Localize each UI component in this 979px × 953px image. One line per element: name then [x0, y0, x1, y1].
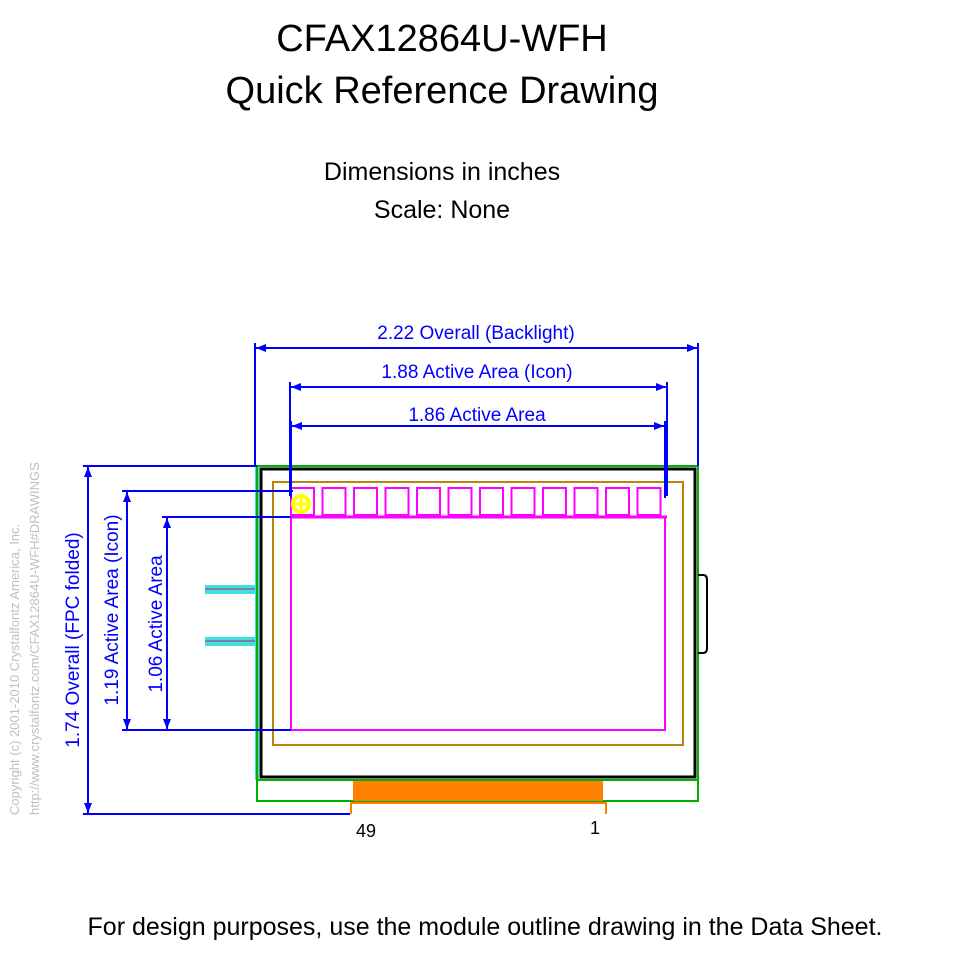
- scale-note: Scale: None: [373, 196, 511, 224]
- icon-cell: [573, 487, 599, 516]
- dim-label-active-height: 1.06 Active Area: [146, 555, 167, 693]
- icon-cell: [353, 487, 378, 516]
- dim-label-overall-width: 2.22 Overall (Backlight): [377, 323, 574, 344]
- dim-label-icon-width: 1.88 Active Area (Icon): [381, 362, 572, 383]
- units-note: Dimensions in inches: [323, 158, 561, 186]
- dim-label-active-width: 1.86 Active Area: [408, 405, 546, 426]
- dim-label-overall-height: 1.74 Overall (FPC folded): [63, 532, 84, 747]
- active-area-outline: [290, 516, 666, 731]
- dim-label-icon-height: 1.19 Active Area (Icon): [102, 514, 123, 705]
- viewing-area-outline: [272, 481, 684, 746]
- icon-row: [290, 487, 662, 516]
- icon-cell: [416, 487, 441, 516]
- right-clip: [698, 574, 708, 654]
- icon-cell: [384, 487, 410, 516]
- icon-cell: [542, 487, 567, 516]
- icon-cell: [290, 487, 315, 516]
- bezel-outline: [259, 467, 697, 779]
- vertical-dimensions: [83, 465, 350, 815]
- icon-cell: [479, 487, 504, 516]
- footer-note: For design purposes, use the module outl…: [87, 913, 883, 941]
- page-title: CFAX12864U-WFH: [276, 18, 608, 60]
- icon-cell: [605, 487, 630, 516]
- icon-cell: [447, 487, 473, 516]
- fpc-connector: [350, 802, 607, 814]
- icon-cell: [510, 487, 536, 516]
- icon-cell: [321, 487, 347, 516]
- fpc-tail: [353, 781, 603, 801]
- horizontal-dimensions: [254, 343, 699, 498]
- origin-marker: [291, 494, 311, 514]
- pin-label-last: 1: [590, 818, 600, 838]
- icon-cell: [636, 487, 662, 516]
- pin-label-first: 49: [356, 821, 376, 841]
- side-tabs: [205, 585, 255, 646]
- page-subtitle: Quick Reference Drawing: [225, 70, 659, 112]
